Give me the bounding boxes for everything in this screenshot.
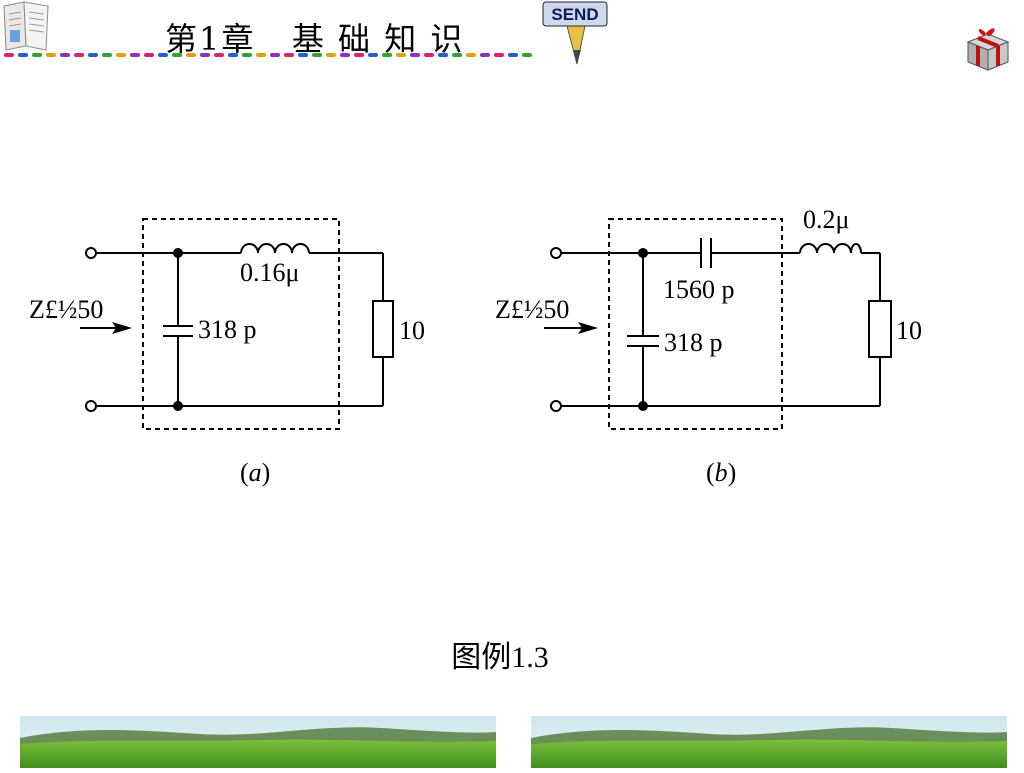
ribbon-dash [88,53,98,57]
capacitor-label-a: 318 p [198,315,257,344]
landscape-banner-right [531,716,1007,768]
circuit-diagram-b: Z£½50 1560 p 318 p 0.2μ 10 [495,205,922,430]
ribbon-dash [172,53,182,57]
gift-box-icon[interactable] [962,20,1014,72]
junction-a-top [173,248,183,258]
ribbon-dash [494,53,504,57]
chapter-title: 第1章 基 础 知 识 [165,20,465,58]
ribbon-dash [186,53,196,57]
arrow-head-b [578,322,598,334]
inductor-b [799,243,862,254]
dashed-box-a [142,218,340,430]
resistor-b [868,300,892,358]
ribbon-dash [144,53,154,57]
ribbon-dash [46,53,56,57]
send-pencil-icon[interactable]: SEND [541,0,611,68]
dashed-box-b [608,218,783,430]
ribbon-dash [284,53,294,57]
decorative-ribbon [4,53,532,57]
ribbon-dash [466,53,476,57]
ribbon-dash [270,53,280,57]
ribbon-dash [382,53,392,57]
ribbon-dash [424,53,434,57]
ribbon-dash [130,53,140,57]
inductor-label-a: 0.16μ [240,258,299,287]
book-icon[interactable] [0,0,52,52]
shunt-capacitor-label-b: 318 p [664,328,723,357]
ribbon-dash [242,53,252,57]
arrow-head-a [112,322,132,334]
ribbon-dash [480,53,490,57]
send-label: SEND [551,5,598,24]
landscape-banner-left [20,716,496,768]
ribbon-dash [396,53,406,57]
terminal-b-top [550,247,562,259]
ribbon-dash [102,53,112,57]
inductor-a [240,243,310,254]
ribbon-dash [326,53,336,57]
impedance-label-b: Z£½50 [495,295,569,324]
ribbon-dash [298,53,308,57]
junction-b-top [638,248,648,258]
ribbon-dash [228,53,238,57]
ribbon-dash [410,53,420,57]
ribbon-dash [4,53,14,57]
ribbon-dash [508,53,518,57]
resistor-label-b: 10 [896,316,922,345]
ribbon-dash [522,53,532,57]
ribbon-dash [74,53,84,57]
sublabel-b: (b) [706,458,737,487]
resistor-a [372,300,394,358]
ribbon-dash [214,53,224,57]
ribbon-dash [18,53,28,57]
junction-b-bottom [638,401,648,411]
ribbon-dash [340,53,350,57]
ribbon-dash [256,53,266,57]
figure-caption: 图例1.3 [451,641,549,674]
ribbon-dash [60,53,70,57]
ribbon-dash [158,53,168,57]
sublabel-a: (a) [240,458,271,487]
ribbon-dash [368,53,378,57]
impedance-label-a: Z£½50 [29,295,103,324]
ribbon-dash [200,53,210,57]
junction-a-bottom [173,401,183,411]
ribbon-dash [354,53,364,57]
resistor-label-a: 10 [399,316,425,345]
ribbon-dash [32,53,42,57]
circuit-diagram-a: Z£½50 0.16μ 318 p 10 [29,218,425,430]
terminal-b-bottom [550,400,562,412]
ribbon-dash [312,53,322,57]
ribbon-dash [116,53,126,57]
ribbon-dash [438,53,448,57]
series-capacitor-label-b: 1560 p [663,275,735,304]
terminal-a-top [85,247,97,259]
ribbon-dash [452,53,462,57]
terminal-a-bottom [85,400,97,412]
inductor-label-b: 0.2μ [803,205,849,234]
